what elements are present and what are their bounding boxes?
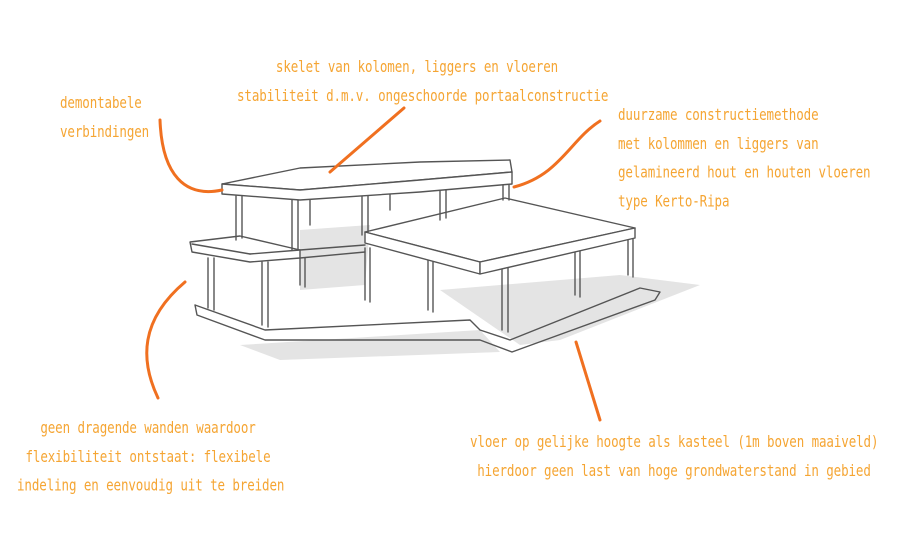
annotation-line: verbindingen xyxy=(60,121,150,141)
annotation-walls: geen dragende wanden waardoor flexibilit… xyxy=(17,413,285,499)
ground-slab xyxy=(194,287,661,353)
annotation-line: demontabele xyxy=(60,93,142,112)
leader-structure xyxy=(328,106,406,174)
annotation-line: gelamineerd hout en houten vloeren xyxy=(618,162,871,182)
upper-slab xyxy=(221,159,513,201)
middle-right-slab xyxy=(364,197,636,275)
annotation-line: type Kerto-Ripa xyxy=(618,191,730,210)
annotation-line: flexibiliteit ontstaat: flexibele xyxy=(25,446,271,466)
leader-walls xyxy=(145,280,187,400)
annotation-line: vloer op gelijke hoogte als kasteel (1m … xyxy=(470,432,879,451)
annotation-structure: skelet van kolomen, liggers en vloeren s… xyxy=(237,52,609,110)
annotation-connections: demontabele verbindingen xyxy=(60,88,149,146)
leader-floor xyxy=(574,340,602,422)
middle-left-slab xyxy=(189,235,366,263)
annotation-line: stabiliteit d.m.v. ongeschoorde portaalc… xyxy=(237,85,609,105)
annotation-floor: vloer op gelijke hoogte als kasteel (1m … xyxy=(470,427,879,485)
annotation-line: met kolommen en liggers van xyxy=(618,133,819,153)
lower-columns xyxy=(207,229,634,333)
annotation-line: hierdoor geen last van hoge grondwaterst… xyxy=(477,460,871,480)
annotation-line: duurzame constructiemethode xyxy=(618,105,819,124)
leader-method xyxy=(512,119,602,189)
leader-connections xyxy=(158,118,224,193)
annotation-method: duurzame constructiemethode met kolommen… xyxy=(618,100,871,215)
annotation-line: indeling en eenvoudig uit te breiden xyxy=(17,475,285,495)
leader-lines xyxy=(145,106,602,422)
shadows xyxy=(240,225,700,360)
upper-columns xyxy=(235,174,510,251)
annotation-line: skelet van kolomen, liggers en vloeren xyxy=(275,57,559,76)
annotation-line: geen dragende wanden waardoor xyxy=(40,418,256,437)
